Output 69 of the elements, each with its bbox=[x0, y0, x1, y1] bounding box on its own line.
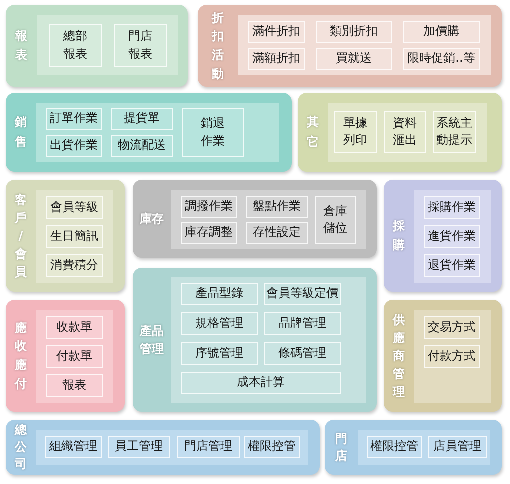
feature-tile: 組織管理 bbox=[45, 436, 102, 458]
module-panel bbox=[384, 300, 502, 412]
feature-tile: 消費積分 bbox=[46, 254, 103, 277]
feature-tile: 成本計算 bbox=[181, 372, 341, 394]
feature-tile: 物流配送 bbox=[111, 135, 173, 157]
feature-tile: 盤點作業 bbox=[246, 196, 308, 218]
feature-tile: 存性設定 bbox=[246, 222, 308, 244]
feature-tile: 進貨作業 bbox=[424, 225, 480, 248]
module-panel bbox=[6, 5, 188, 87]
feature-tile: 總部報表 bbox=[49, 24, 102, 67]
module-panel bbox=[325, 420, 502, 475]
module-panel bbox=[6, 180, 125, 292]
feature-tile: 系統主動提示 bbox=[433, 111, 476, 153]
feature-tile: 品牌管理 bbox=[264, 312, 341, 335]
feature-tile: 買就送 bbox=[316, 48, 392, 70]
feature-tile: 類別折扣 bbox=[316, 21, 392, 43]
feature-tile: 採購作業 bbox=[424, 196, 480, 219]
feature-tile: 付款單 bbox=[46, 345, 103, 368]
feature-tile: 付款方式 bbox=[424, 345, 480, 368]
feature-tile: 滿額折扣 bbox=[248, 48, 305, 70]
feature-tile: 門店管理 bbox=[177, 436, 240, 458]
feature-tile: 銷退作業 bbox=[182, 108, 244, 157]
feature-tile: 產品型錄 bbox=[181, 283, 258, 305]
feature-tile: 生日簡訊 bbox=[46, 225, 103, 248]
module-label: 產品管理 bbox=[138, 323, 165, 358]
feature-tile: 訂單作業 bbox=[46, 108, 102, 130]
feature-tile: 調撥作業 bbox=[181, 196, 237, 218]
feature-tile: 店員管理 bbox=[428, 436, 487, 458]
module-label: 折扣活動 bbox=[212, 10, 224, 83]
feature-tile: 退貨作業 bbox=[424, 254, 480, 277]
module-panel bbox=[133, 268, 377, 412]
feature-tile: 庫存調整 bbox=[181, 222, 237, 244]
feature-tile: 出貨作業 bbox=[46, 135, 102, 157]
feature-tile: 單據列印 bbox=[334, 111, 377, 153]
module-label: 其它 bbox=[307, 114, 319, 150]
module-label: 供應商管理 bbox=[393, 312, 405, 401]
module-label: 庫存 bbox=[140, 210, 164, 228]
feature-tile: 序號管理 bbox=[181, 342, 258, 365]
module-panel bbox=[133, 180, 377, 258]
module-panel bbox=[198, 5, 502, 87]
module-panel bbox=[6, 420, 320, 475]
feature-tile: 會員等級定價 bbox=[264, 283, 341, 305]
feature-tile: 報表 bbox=[46, 374, 103, 397]
module-label: 採購 bbox=[393, 218, 405, 254]
feature-tile: 權限控管 bbox=[367, 436, 422, 458]
feature-tile: 滿件折扣 bbox=[248, 21, 305, 43]
feature-tile: 會員等級 bbox=[46, 196, 103, 219]
feature-tile: 員工管理 bbox=[108, 436, 170, 458]
module-label: 應收應付 bbox=[15, 320, 27, 393]
module-panel bbox=[6, 300, 125, 412]
feature-tile: 加價購 bbox=[403, 21, 480, 43]
feature-tile: 收款單 bbox=[46, 316, 103, 339]
feature-tile: 提貨單 bbox=[111, 108, 173, 130]
module-label: 客戶/會員 bbox=[15, 192, 27, 281]
feature-tile: 條碼管理 bbox=[264, 342, 341, 365]
feature-tile: 限時促銷..等 bbox=[403, 48, 480, 70]
module-panel bbox=[6, 93, 292, 172]
feature-tile: 權限控管 bbox=[244, 436, 300, 458]
feature-tile: 門店報表 bbox=[114, 24, 167, 67]
feature-tile: 規格管理 bbox=[181, 312, 258, 335]
feature-tile: 倉庫儲位 bbox=[315, 196, 356, 244]
module-label: 門店 bbox=[336, 430, 348, 464]
feature-tile: 資料滙出 bbox=[384, 111, 426, 153]
module-panel bbox=[298, 93, 502, 172]
module-label: 報表 bbox=[16, 28, 28, 64]
module-label: 總公司 bbox=[15, 422, 27, 473]
module-label: 銷售 bbox=[15, 114, 27, 150]
module-panel bbox=[384, 180, 502, 292]
feature-tile: 交易方式 bbox=[424, 316, 480, 339]
